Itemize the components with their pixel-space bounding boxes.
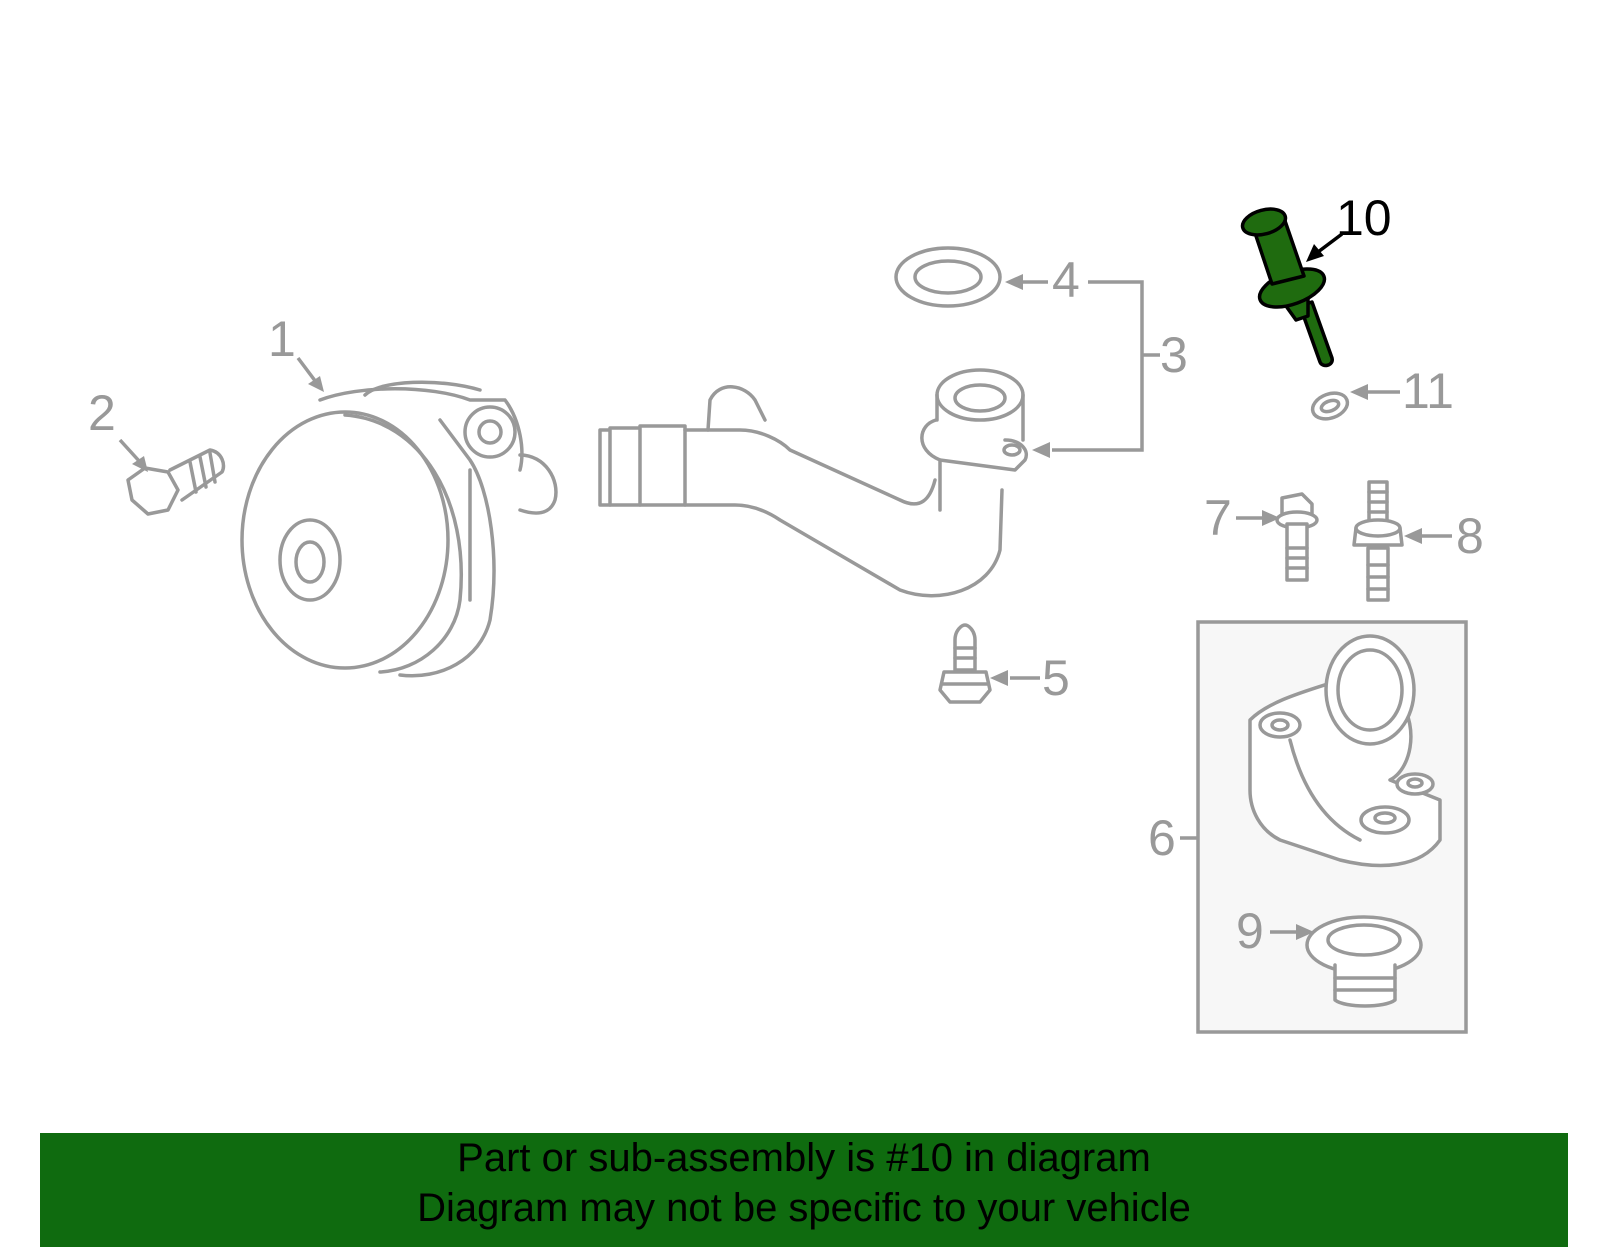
part-8-stud[interactable]: [1352, 480, 1404, 602]
callout-3: 3: [1160, 327, 1188, 383]
part-11-seal[interactable]: [1309, 389, 1351, 424]
part-7-bolt[interactable]: [1275, 492, 1319, 582]
part-3-pipe[interactable]: [598, 368, 1028, 598]
part-9-thermostat[interactable]: [1305, 915, 1423, 1008]
callout-8: 8: [1456, 508, 1484, 564]
callout-6: 6: [1148, 810, 1176, 866]
callout-9: 9: [1236, 903, 1264, 959]
callout-1: 1: [268, 311, 296, 367]
part-5-stud[interactable]: [938, 623, 992, 704]
part-4-oring[interactable]: [894, 246, 1002, 308]
part-2-bolt[interactable]: [126, 448, 226, 516]
banner-line-1: Part or sub-assembly is #10 in diagram: [457, 1136, 1151, 1180]
callout-5: 5: [1042, 650, 1070, 706]
leader-lines: [118, 232, 1452, 940]
part-10-sensor-highlighted[interactable]: [1240, 205, 1334, 368]
callout-10: 10: [1336, 190, 1392, 246]
info-banner: Part or sub-assembly is #10 in diagram D…: [40, 1133, 1568, 1247]
part-1-pump[interactable]: [240, 380, 558, 678]
callout-4: 4: [1052, 252, 1080, 308]
callout-11: 11: [1402, 363, 1454, 419]
callout-7: 7: [1204, 490, 1232, 546]
callout-2: 2: [88, 385, 116, 441]
part-6-subassembly-box[interactable]: [1196, 620, 1468, 1034]
banner-line-2: Diagram may not be specific to your vehi…: [417, 1186, 1191, 1230]
